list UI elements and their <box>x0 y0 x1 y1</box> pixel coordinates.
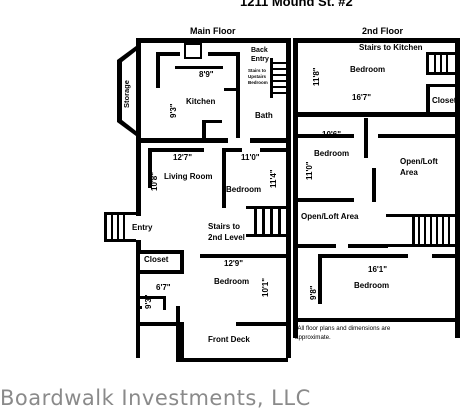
stairs-kitchen-label: Stairs to Kitchen <box>359 43 423 52</box>
kitchen-height: 9'3" <box>169 103 178 118</box>
bedroom-top-label: Bedroom <box>350 65 385 74</box>
footer-watermark: Boardwalk Investments, LLC <box>0 386 311 410</box>
kitchen-label: Kitchen <box>186 97 215 106</box>
bedroom1-width: 11'0" <box>241 153 260 162</box>
main-floor-title: Main Floor <box>190 26 236 36</box>
stairs-upstairs-2: Upstairs <box>248 74 267 79</box>
back-entry-label-2: Entry <box>251 56 269 63</box>
bedroom-mid-width: 10'6" <box>322 130 341 139</box>
small-width: 6'7" <box>156 283 171 292</box>
main-stairs <box>246 206 288 237</box>
back-entry-label-1: Back <box>251 47 268 54</box>
front-deck-label: Front Deck <box>208 335 250 344</box>
labels: Main Floor 2nd Floor Back Entry Stairs t… <box>122 26 457 344</box>
kitchen-width: 8'9" <box>199 70 214 79</box>
closet-label: Closet <box>144 255 169 264</box>
bedroom-bottom-height: 9'8" <box>309 285 318 300</box>
open-loft-right-1: Open/Loft <box>400 157 438 166</box>
bedroom-mid-label: Bedroom <box>314 149 349 158</box>
bedroom1-label: Bedroom <box>226 185 261 194</box>
open-loft-right-2: Area <box>400 168 418 177</box>
closet-2nd-label: Closet <box>432 96 457 105</box>
bedroom1-height: 11'4" <box>269 169 278 188</box>
plan-title: 1211 Mound St. #2 <box>240 0 353 9</box>
loft-stairs <box>386 214 458 247</box>
stairs-upstairs-3: Bedroom <box>248 80 268 85</box>
bedroom-bottom-label: Bedroom <box>354 281 389 290</box>
stairs-2nd-1: Stairs to <box>208 222 240 231</box>
open-loft-left: Open/Loft Area <box>301 212 359 221</box>
bath-label: Bath <box>255 111 273 120</box>
second-floor-walls <box>293 38 460 338</box>
bedroom-mid-height: 11'0" <box>305 161 314 180</box>
bedroom2-width: 12'9" <box>224 259 243 268</box>
main-floor-walls <box>104 38 291 362</box>
storage-label: Storage <box>122 80 131 108</box>
bedroom2-height: 10'1" <box>261 278 270 297</box>
bedroom-bottom-width: 16'1" <box>368 265 387 274</box>
note-line-2: approximate. <box>295 334 331 341</box>
living-width: 12'7" <box>173 153 192 162</box>
upper-stairs <box>426 52 456 75</box>
entry-label: Entry <box>132 223 153 232</box>
living-label: Living Room <box>164 172 212 181</box>
bedroom2-label: Bedroom <box>214 277 249 286</box>
second-floor-title: 2nd Floor <box>362 26 403 36</box>
note-line-1: *All floor plans and dimensions are <box>295 325 391 332</box>
bedroom-top-width: 16'7" <box>352 93 371 102</box>
entry-stairs <box>104 212 136 242</box>
living-height: 10'8" <box>150 172 159 191</box>
stairs-2nd-2: 2nd Level <box>208 233 245 242</box>
bedroom-top-height: 11'8" <box>312 67 321 86</box>
stairs-upstairs-1: Stairs to <box>248 68 266 73</box>
small-height: 9'3" <box>144 294 153 309</box>
back-stairs <box>270 58 286 98</box>
